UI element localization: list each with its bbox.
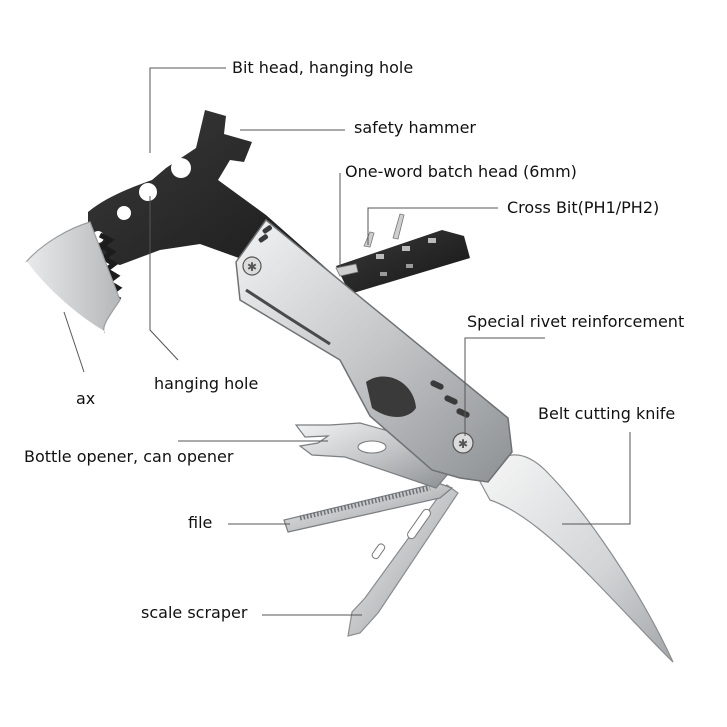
leader-ax [63,311,85,373]
label-bit-head: Bit head, hanging hole [232,58,414,77]
label-file: file [188,513,213,532]
bottle-opener [294,422,449,489]
label-batch-head: One-word batch head (6mm) [345,162,577,181]
leader-belt-knife [562,432,631,525]
file-tool [283,482,454,533]
handle: ✱ ✱ [235,218,513,483]
label-ax: ax [76,389,96,408]
axe-blade [25,221,121,334]
label-safety-hammer: safety hammer [354,118,476,137]
leader-hanging-hole [149,196,179,361]
scale-scraper [347,484,459,637]
label-belt-knife: Belt cutting knife [538,404,676,423]
label-rivet: Special rivet reinforcement [467,312,685,331]
leader-cross-bit [367,207,498,245]
svg-text:✱: ✱ [247,260,257,274]
bit-holder [335,213,470,294]
belt-cutting-knife [477,454,674,663]
label-hanging-hole: hanging hole [154,374,259,393]
label-bottle-opener: Bottle opener, can opener [24,447,234,466]
svg-text:✱: ✱ [458,437,468,451]
label-cross-bit: Cross Bit(PH1/PH2) [507,198,660,217]
leader-rivet [464,337,545,436]
leader-lines [63,67,631,616]
label-scale-scraper: scale scraper [141,603,248,622]
leader-bit-head [149,67,226,153]
